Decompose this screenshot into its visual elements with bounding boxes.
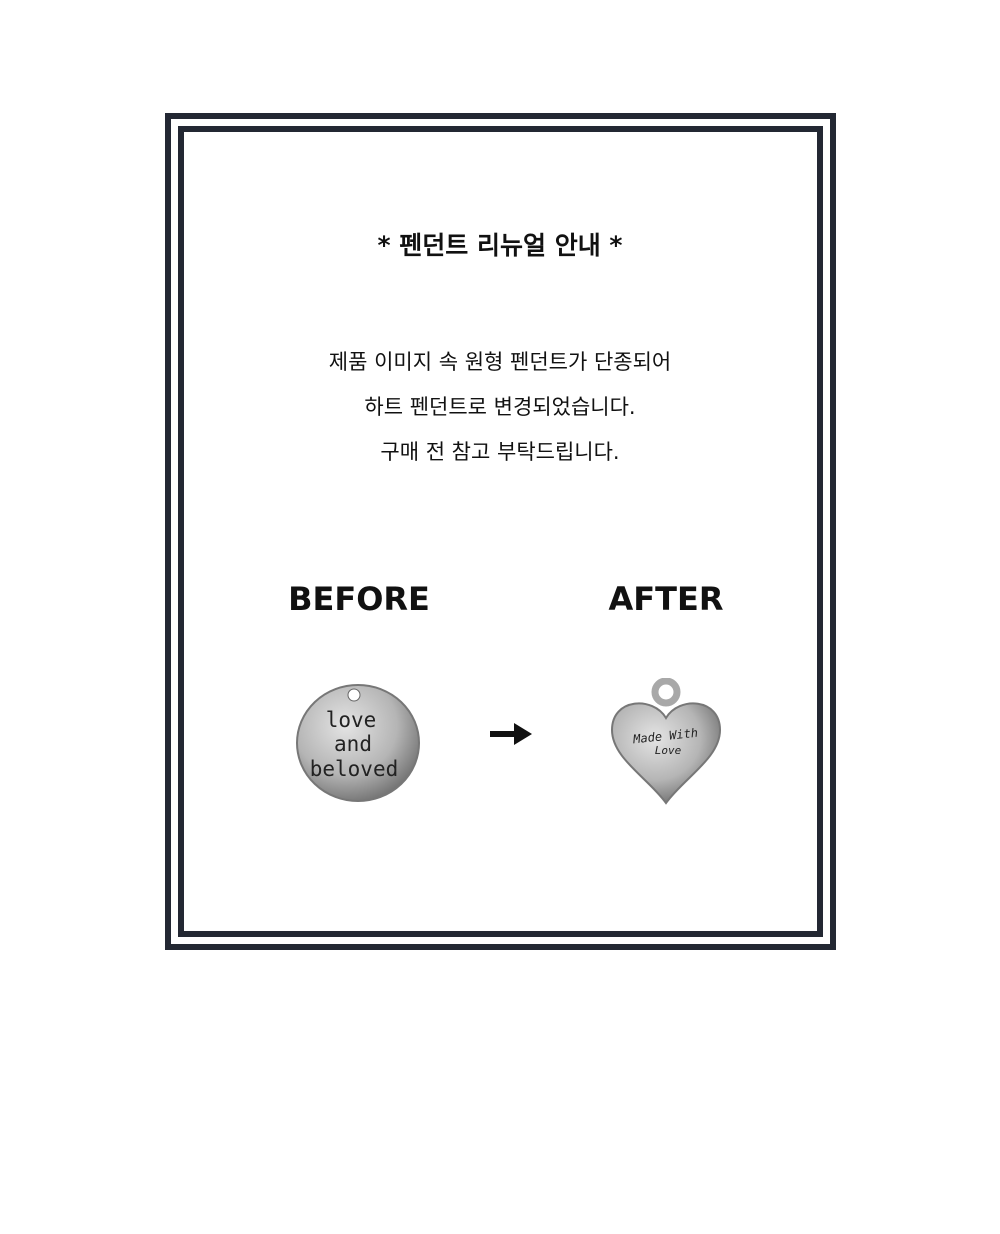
arrow-right-icon (490, 723, 532, 745)
engraving-text: love (326, 708, 377, 732)
engraving-text: Made With (632, 726, 699, 747)
notice-title: * 펜던트 리뉴얼 안내 * (377, 231, 623, 260)
notice-line: 구매 전 참고 부탁드립니다. (380, 440, 620, 464)
engraving-text: and (334, 732, 372, 756)
engraving-text: beloved (310, 757, 399, 781)
notice-line: 하트 펜던트로 변경되었습니다. (364, 395, 636, 419)
heart-pendant-image: Made With Love (610, 678, 722, 805)
round-pendant-image: love and beloved (296, 684, 420, 802)
notice-body: 제품 이미지 속 원형 펜던트가 단종되어 하트 펜던트로 변경되었습니다. 구… (0, 340, 1000, 475)
notice-line: 제품 이미지 속 원형 펜던트가 단종되어 (328, 350, 672, 374)
after-label: AFTER (608, 580, 724, 618)
engraving-text: Love (655, 744, 682, 757)
decorative-frame-inner (178, 126, 823, 937)
decorative-frame-outer (165, 113, 836, 950)
before-label: BEFORE (288, 580, 430, 618)
